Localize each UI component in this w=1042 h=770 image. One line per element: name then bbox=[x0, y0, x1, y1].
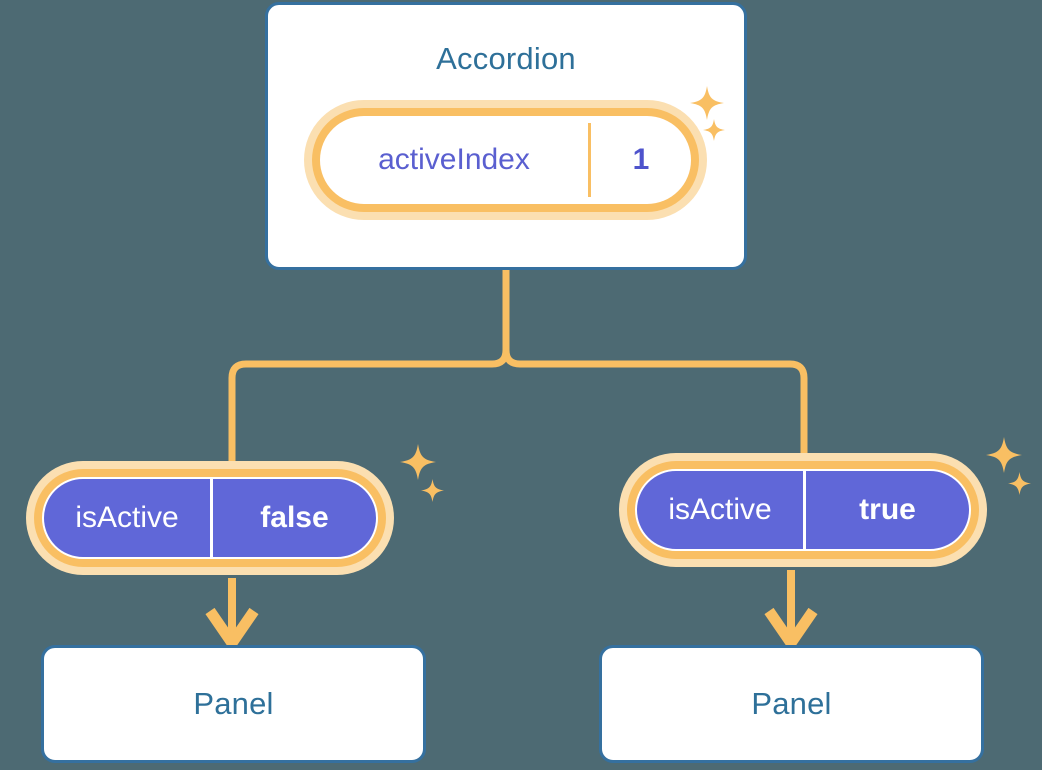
pill-body: isActive true bbox=[635, 469, 971, 551]
page-title: Accordion bbox=[436, 41, 576, 76]
pill-divider bbox=[803, 471, 806, 549]
pill-divider bbox=[588, 123, 591, 197]
panel-box-left[interactable]: Panel bbox=[41, 645, 426, 763]
sparkle-small-icon bbox=[421, 479, 444, 502]
arrow-down-icon-right bbox=[764, 570, 818, 653]
state-value-label: 1 bbox=[632, 143, 650, 176]
pill-divider bbox=[210, 479, 213, 557]
panel-title: Panel bbox=[751, 686, 832, 721]
connector-tree-path bbox=[228, 266, 510, 474]
sparkle-small-icon bbox=[1008, 472, 1031, 495]
state-pill-is-active-true[interactable]: isActive true bbox=[619, 453, 987, 567]
state-key-label: activeIndex bbox=[378, 143, 530, 176]
pill-body: isActive false bbox=[42, 477, 378, 559]
sparkle-icon bbox=[400, 444, 436, 480]
state-value-label: false bbox=[260, 501, 329, 534]
state-pill-is-active-false[interactable]: isActive false bbox=[26, 461, 394, 575]
panel-box-right[interactable]: Panel bbox=[599, 645, 984, 763]
sparkle-icon bbox=[986, 437, 1022, 473]
panel-title: Panel bbox=[193, 686, 274, 721]
pill-body: activeIndex 1 bbox=[320, 116, 691, 204]
state-key-label: isActive bbox=[668, 493, 772, 526]
arrow-down-icon-left bbox=[205, 578, 259, 653]
connector-tree-path-right bbox=[502, 346, 808, 466]
state-value-label: true bbox=[859, 493, 916, 526]
state-pill-active-index[interactable]: activeIndex 1 bbox=[304, 100, 707, 220]
state-key-label: isActive bbox=[75, 501, 179, 534]
